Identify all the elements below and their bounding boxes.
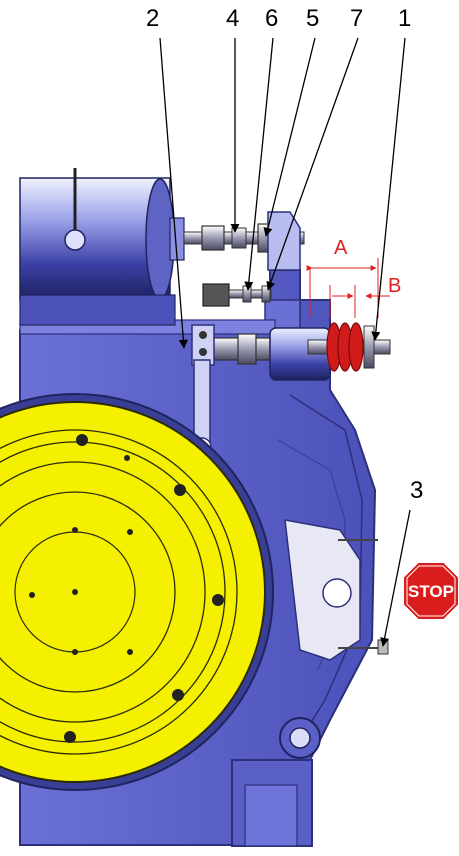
brake-lever <box>191 324 271 457</box>
callout-2: 2 <box>146 5 159 32</box>
spring-assembly <box>269 322 391 381</box>
leader-5 <box>263 37 316 237</box>
stop-sign-text: STOP <box>408 582 454 601</box>
leader-6 <box>244 37 274 291</box>
leader-3 <box>380 509 411 647</box>
dimension-a-label: A <box>334 237 348 259</box>
sheave-bolt-holes <box>29 434 224 743</box>
callout-numbers: 2 4 6 5 7 1 3 <box>146 5 423 504</box>
microswitch-assembly <box>202 283 272 307</box>
motor-cylinder <box>19 168 185 326</box>
callout-6: 6 <box>265 5 278 32</box>
dimension-b-label: B <box>388 275 401 297</box>
leader-7 <box>266 37 359 291</box>
leader-1 <box>371 37 406 341</box>
callout-7: 7 <box>350 5 363 32</box>
callout-3: 3 <box>410 477 423 504</box>
callout-1: 1 <box>398 5 411 32</box>
callout-4: 4 <box>226 5 239 32</box>
callout-5: 5 <box>306 5 319 32</box>
leader-2 <box>159 37 188 349</box>
brake-shoe <box>284 519 389 661</box>
stop-sign: STOP <box>402 561 459 621</box>
callout-leaders <box>159 37 411 647</box>
pivot-bearing <box>279 717 321 759</box>
traction-sheave <box>0 393 274 791</box>
dimension-markings: A B <box>306 237 401 318</box>
